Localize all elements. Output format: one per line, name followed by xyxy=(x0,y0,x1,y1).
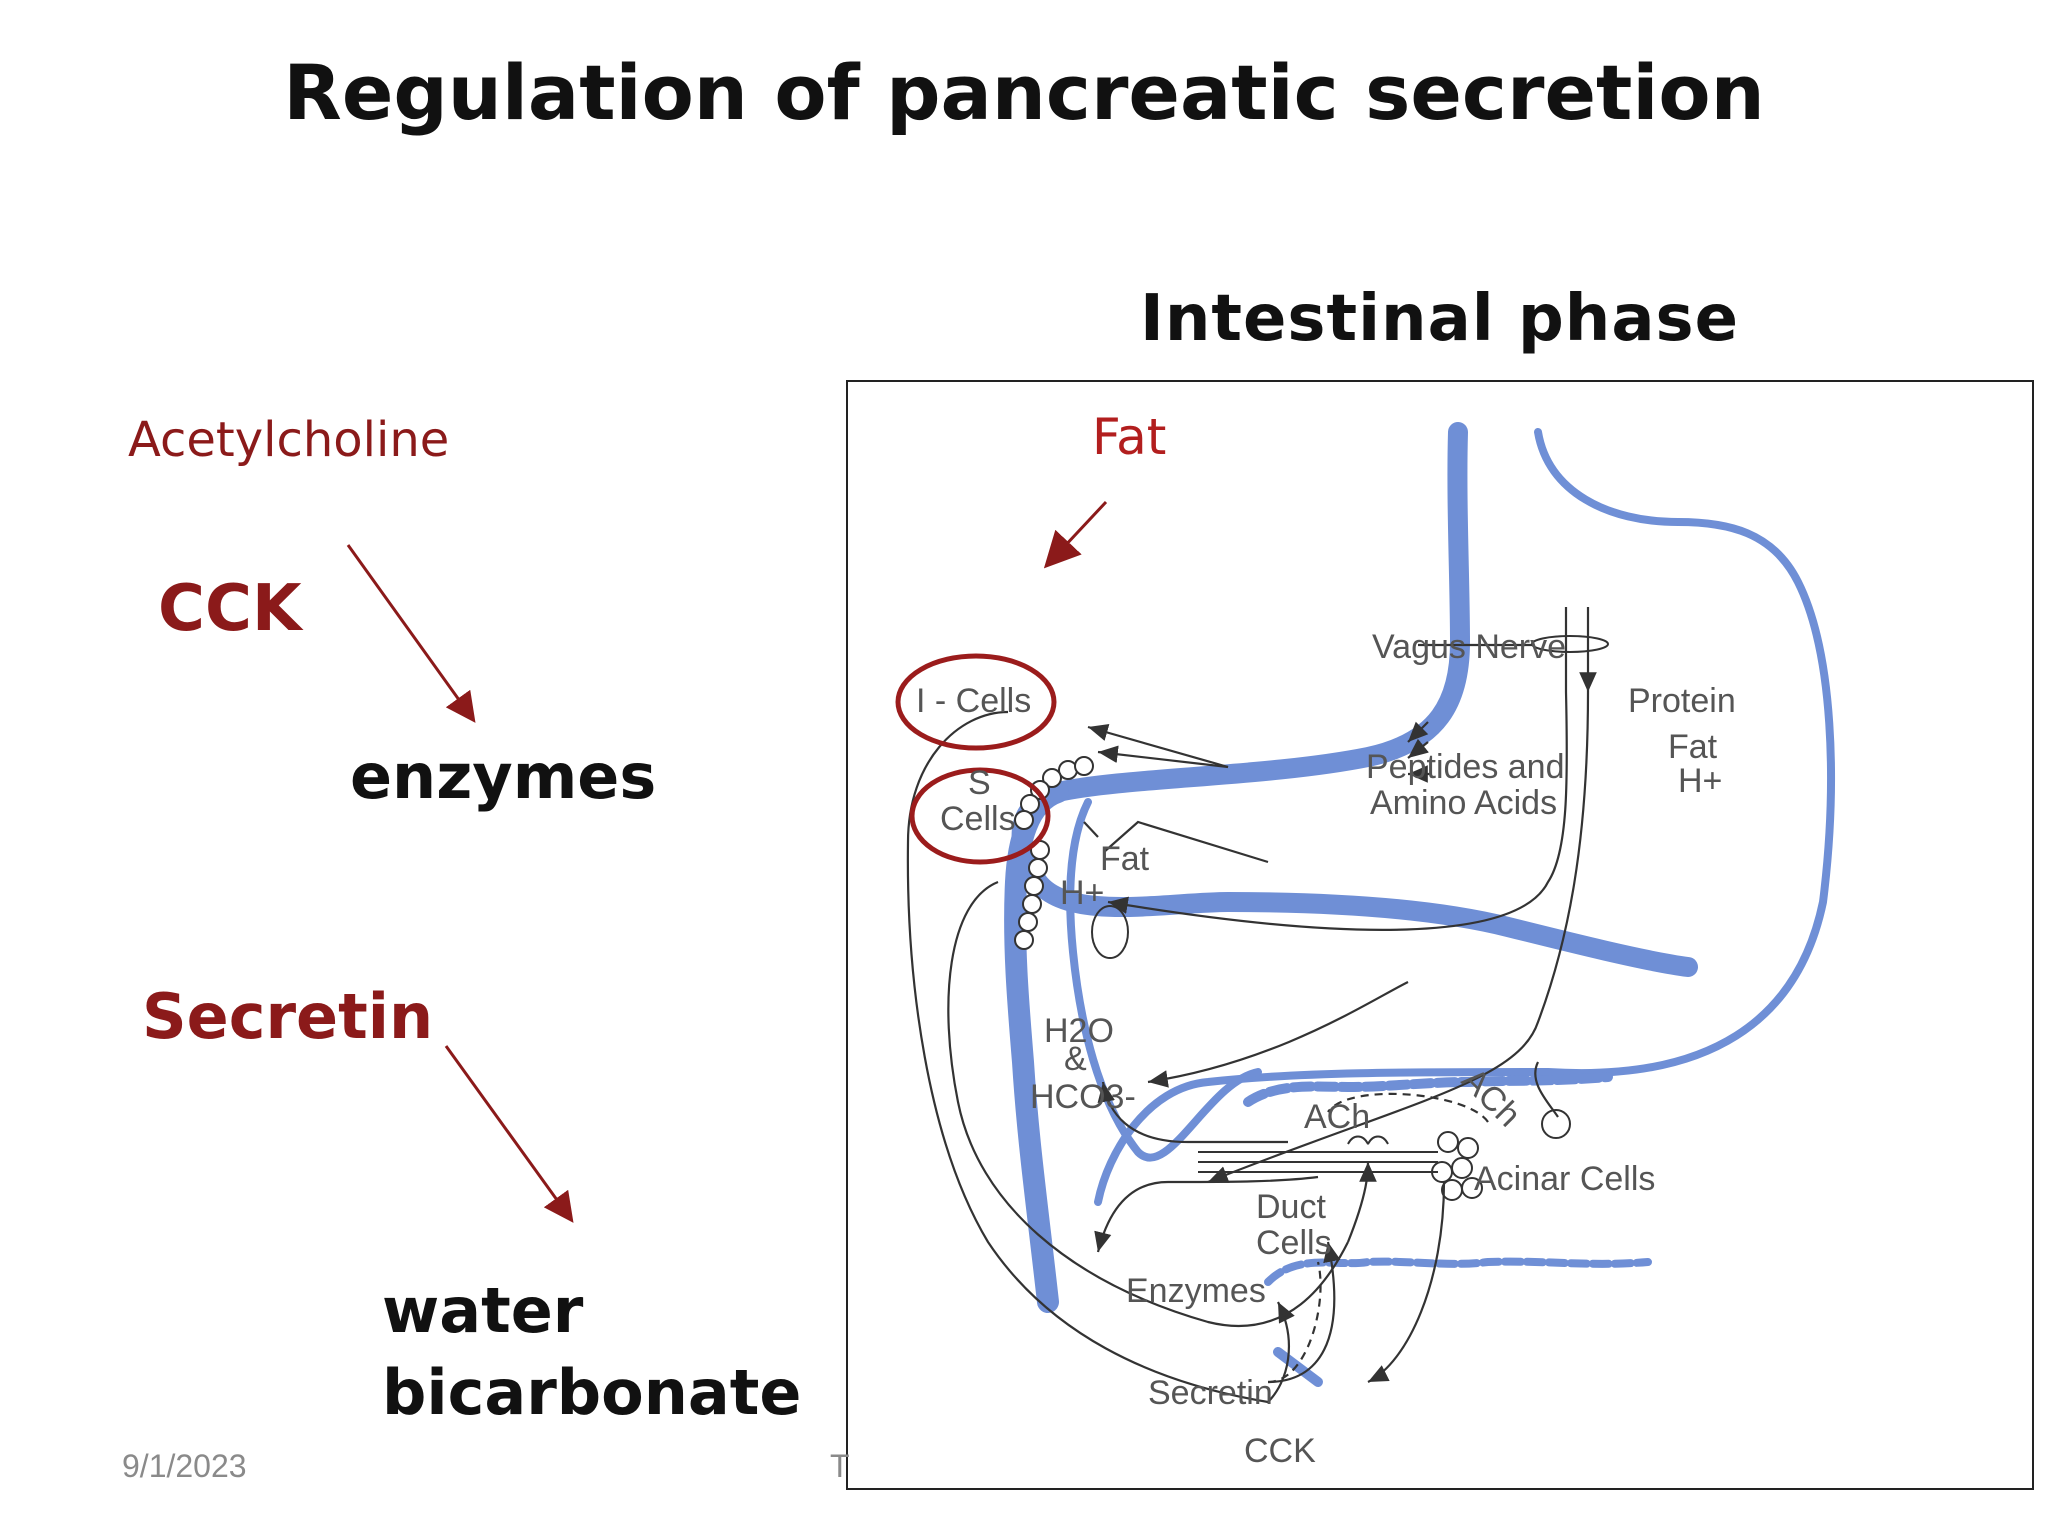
s-cells-circle xyxy=(909,767,1051,865)
i-cells-circle xyxy=(895,653,1057,751)
acetylcholine-label: Acetylcholine xyxy=(128,412,450,468)
vagus-nerve-label: Vagus Nerve xyxy=(1372,628,1566,666)
secretin-diagram-label: Secretin xyxy=(1148,1374,1273,1412)
diagram-svg: Fat I - Cells S Cells Fat H+ Vagus Nerve… xyxy=(895,408,1835,1470)
duct-cells xyxy=(1198,1135,1438,1173)
duodenum-wall xyxy=(1004,781,1069,1313)
footer-fragment: T xyxy=(830,1448,850,1484)
intestinal-phase-diagram: Fat I - Cells S Cells Fat H+ Vagus Nerve… xyxy=(846,380,2034,1490)
amp-label: & xyxy=(1064,1040,1087,1078)
bicarbonate-label: bicarbonate xyxy=(382,1356,802,1429)
hco3-label: HCO3- xyxy=(1030,1078,1136,1116)
phase-title: Intestinal phase xyxy=(1140,282,1740,356)
slide-date: 9/1/2023 xyxy=(122,1448,247,1484)
i-cells-cluster xyxy=(1014,756,1094,830)
enzymes-label: enzymes xyxy=(350,740,657,813)
acinar-cells-label: Acinar Cells xyxy=(1474,1160,1655,1198)
h-plus-right-label: H+ xyxy=(1678,762,1722,800)
peptides-label: Peptides and xyxy=(1366,748,1565,786)
secretin-to-water-arrow xyxy=(444,1045,574,1223)
pancreas-tail xyxy=(1273,1347,1323,1387)
fat-right-label: Fat xyxy=(1668,728,1718,766)
cck-diagram-label: CCK xyxy=(1244,1432,1316,1470)
enzymes-diagram-label: Enzymes xyxy=(1126,1272,1266,1310)
water-bicarbonate-label: water bicarbonate xyxy=(382,1270,801,1434)
cck-to-enzymes-arrow xyxy=(346,544,476,723)
amino-acids-label: Amino Acids xyxy=(1370,784,1557,822)
fat-annotation: Fat xyxy=(1092,408,1166,466)
s-label: S xyxy=(968,764,991,802)
fat-small-label: Fat xyxy=(1100,840,1150,878)
h-plus-small-label: H+ xyxy=(1060,874,1104,912)
pathway-lines xyxy=(906,607,1597,1404)
pancreas-lower-edge xyxy=(1264,1257,1652,1286)
duodenum-inner xyxy=(1066,798,1262,1162)
water-label: water xyxy=(382,1274,584,1347)
h2o-label: H2O xyxy=(1044,1012,1114,1050)
duct-cells-label: Cells xyxy=(1256,1224,1332,1262)
protein-label: Protein xyxy=(1628,682,1736,720)
duct-label: Duct xyxy=(1256,1188,1326,1226)
s-cells-label: Cells xyxy=(940,800,1016,838)
cck-label: CCK xyxy=(158,572,302,646)
secretin-label: Secretin xyxy=(142,980,434,1053)
ach-duct-label: ACh xyxy=(1304,1098,1370,1136)
fat-annotation-arrow xyxy=(1043,500,1108,569)
i-cells-label: I - Cells xyxy=(916,682,1031,720)
acinar-ganglion xyxy=(1541,1109,1571,1139)
slide-title: Regulation of pancreatic secretion xyxy=(283,48,1765,137)
stomach-outer-wall xyxy=(1094,428,1835,1206)
pancreas-upper-edge xyxy=(1243,1072,1613,1107)
